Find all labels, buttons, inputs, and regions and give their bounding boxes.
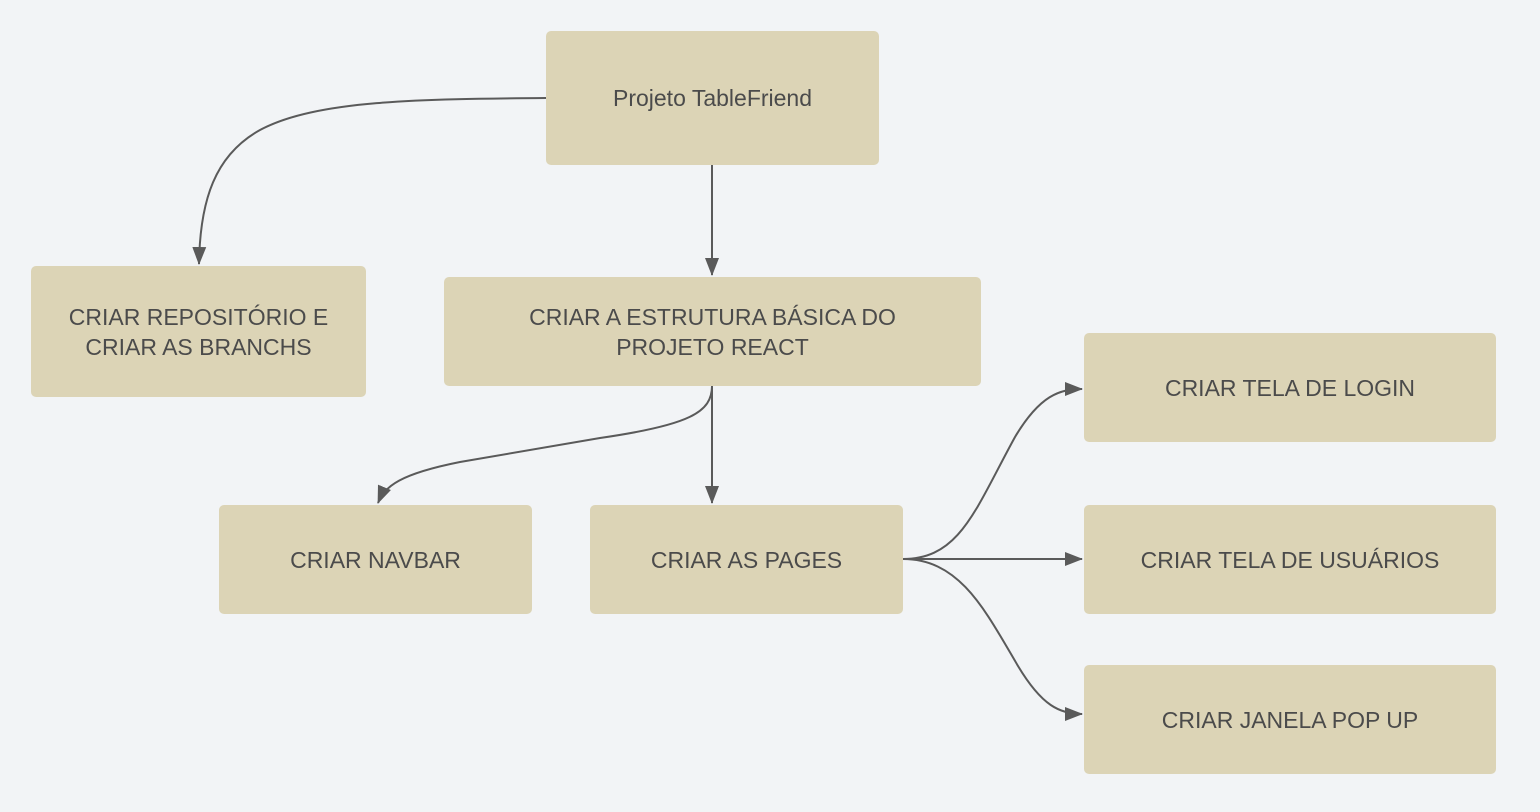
node-criar-janela-popup[interactable]: CRIAR JANELA POP UP xyxy=(1084,665,1496,774)
node-label: CRIAR REPOSITÓRIO E CRIAR AS BRANCHS xyxy=(68,303,329,360)
node-criar-tela-usuarios[interactable]: CRIAR TELA DE USUÁRIOS xyxy=(1084,505,1496,614)
edge-root-repo xyxy=(192,97,547,265)
node-label: CRIAR TELA DE USUÁRIOS xyxy=(1140,546,1440,573)
edge-structure-navbar xyxy=(377,385,713,504)
node-label: CRIAR A ESTRUTURA BÁSICA DO PROJETO REAC… xyxy=(529,303,896,360)
edge-pages-login xyxy=(902,382,1083,560)
node-criar-estrutura[interactable]: CRIAR A ESTRUTURA BÁSICA DO PROJETO REAC… xyxy=(444,277,981,386)
node-label: CRIAR JANELA POP UP xyxy=(1161,706,1419,733)
node-label: CRIAR NAVBAR xyxy=(290,546,461,573)
node-criar-tela-login[interactable]: CRIAR TELA DE LOGIN xyxy=(1084,333,1496,442)
node-criar-navbar[interactable]: CRIAR NAVBAR xyxy=(219,505,532,614)
node-criar-pages[interactable]: CRIAR AS PAGES xyxy=(590,505,903,614)
edge-pages-popup xyxy=(902,558,1083,721)
node-label: CRIAR TELA DE LOGIN xyxy=(1164,374,1416,401)
node-label: CRIAR AS PAGES xyxy=(650,546,843,573)
node-projeto-tablefriend[interactable]: Projeto TableFriend xyxy=(546,31,879,165)
node-label: Projeto TableFriend xyxy=(612,85,813,111)
node-criar-repositorio[interactable]: CRIAR REPOSITÓRIO E CRIAR AS BRANCHS xyxy=(31,266,366,397)
